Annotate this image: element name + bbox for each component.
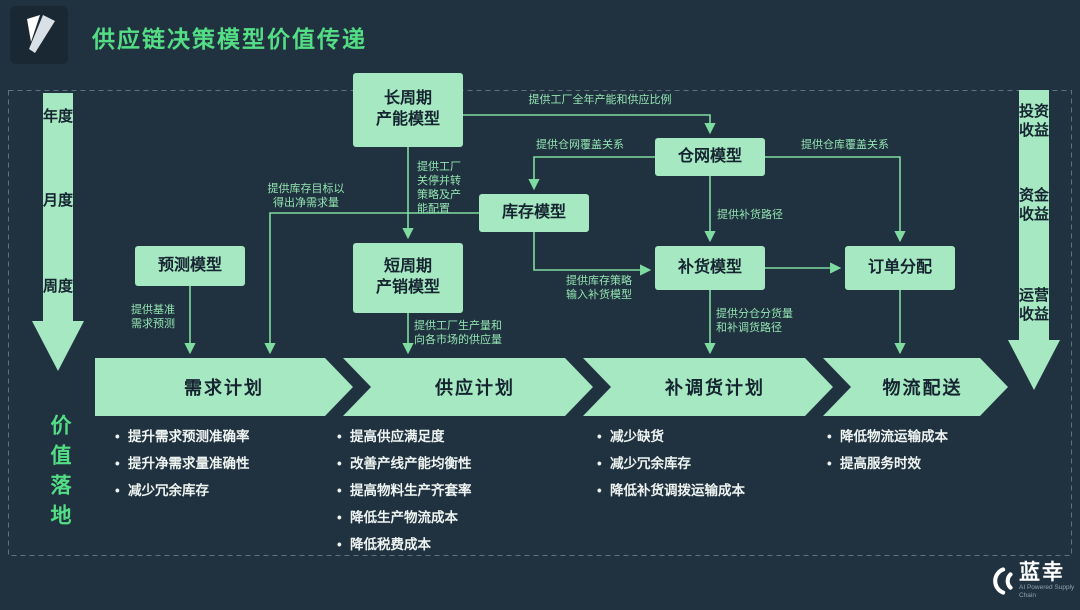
benefit-item: 提升需求预测准确率 [115, 428, 330, 446]
benefits-logistics: 降低物流运输成本 提高服务时效 [827, 428, 1022, 482]
benefit-item: 提高服务时效 [827, 455, 1022, 473]
axis-label-monthly: 月度 [42, 192, 73, 209]
model-long-cycle-capacity: 长周期 产能模型 [353, 73, 463, 147]
model-short-cycle-production-sales: 短周期 产销模型 [353, 243, 463, 313]
axis-label-operation-return: 运营收益 [1018, 287, 1049, 323]
benefit-item: 提高物料生产齐套率 [337, 482, 557, 500]
model-warehouse-network: 仓网模型 [655, 138, 765, 176]
benefit-arrow: 投资收益 资金收益 运营收益 [1008, 90, 1060, 390]
stage-label: 物流配送 [882, 378, 963, 398]
edge-inventory-to-replenishment [533, 232, 652, 276]
chevron-shape [343, 358, 593, 416]
stage-label: 供应计划 [435, 378, 515, 398]
company-logo-icon [10, 6, 68, 64]
stage-label: 需求计划 [184, 378, 264, 398]
down-arrow-shape [32, 93, 84, 371]
down-arrow-shape [1008, 90, 1060, 390]
edge-label-allocation-route: 提供分仓分货量 和补调货路径 [716, 308, 793, 334]
edge-inventory-to-demandplan [264, 212, 479, 355]
edge-label-network-coverage: 提供仓网覆盖关系 [536, 139, 624, 151]
brand-text-block: 蓝幸 AI Powered Supply Chain [1019, 562, 1080, 600]
model-inventory: 库存模型 [479, 194, 589, 232]
benefit-item: 降低物流运输成本 [827, 428, 1022, 446]
stage-label: 补调货计划 [665, 378, 765, 398]
benefit-item: 降低补货调拨运输成本 [597, 482, 822, 500]
value-landing-label: 价值落地 [48, 414, 71, 534]
brand-mark-icon [993, 567, 1013, 595]
benefit-item: 提高供应满足度 [337, 428, 557, 446]
benefit-item: 减少缺货 [597, 428, 822, 446]
brand-name: 蓝幸 [1019, 561, 1065, 584]
chevron-shape [823, 358, 1008, 416]
stage-supply-planning: 供应计划 [343, 358, 593, 416]
benefit-item: 降低生产物流成本 [337, 509, 557, 527]
benefit-item: 减少冗余库存 [115, 482, 330, 500]
edge-label-production-supply: 提供工厂生产量和 向各市场的供应量 [414, 320, 502, 346]
benefits-demand-planning: 提升需求预测准确率 提升净需求量准确性 减少冗余库存 [115, 428, 330, 509]
footer-brand: 蓝幸 AI Powered Supply Chain [985, 562, 1080, 600]
edge-label-inventory-policy: 提供库存策略 输入补货模型 [566, 275, 632, 301]
edge-label-replenish-path: 提供补货路径 [717, 209, 783, 221]
stage-logistics-delivery: 物流配送 [823, 358, 1008, 416]
edge-label-baseline-forecast: 提供基准 需求预测 [131, 304, 175, 330]
chevron-shape [583, 358, 833, 416]
edge-warehousenet-to-inventory [528, 156, 655, 191]
benefits-replenishment-transfer: 减少缺货 减少冗余库存 降低补货调拨运输成本 [597, 428, 822, 509]
benefit-item: 提升净需求量准确性 [115, 455, 330, 473]
edge-label-annual-capacity: 提供工厂全年产能和供应比例 [528, 94, 672, 106]
edge-warehousenet-to-orderallocation [765, 156, 906, 243]
benefits-supply-planning: 提高供应满足度 改善产线产能均衡性 提高物料生产齐套率 降低生产物流成本 降低税… [337, 428, 557, 563]
axis-label-investment-return: 投资收益 [1018, 103, 1049, 139]
axis-label-weekly: 周度 [42, 278, 73, 295]
chevron-shape [95, 358, 353, 416]
stage-demand-planning: 需求计划 [95, 358, 353, 416]
benefit-item: 降低税费成本 [337, 536, 557, 554]
page-title: 供应链决策模型价值传递 [92, 26, 367, 52]
edge-label-inventory-target: 提供库存目标以 得出净需求量 [267, 183, 345, 209]
edge-label-warehouse-coverage: 提供仓库覆盖关系 [801, 139, 889, 151]
benefit-item: 减少冗余库存 [597, 455, 822, 473]
dashed-frame [8, 90, 1072, 556]
edge-longcycle-to-warehousenet [463, 114, 716, 135]
brand-tagline: AI Powered Supply Chain [1019, 584, 1075, 599]
model-order-allocation: 订单分配 [845, 246, 955, 290]
time-horizon-arrow: 年度 月度 周度 [32, 93, 84, 371]
axis-label-annual: 年度 [42, 108, 73, 125]
model-replenishment: 补货模型 [655, 246, 765, 290]
model-forecast: 预测模型 [135, 246, 245, 286]
axis-label-capital-return: 资金收益 [1018, 187, 1049, 223]
edge-label-factory-strategy: 提供工厂 关停并转 策略及产 能配置 [417, 161, 461, 215]
stage-replenishment-transfer-planning: 补调货计划 [583, 358, 833, 416]
benefit-item: 改善产线产能均衡性 [337, 455, 557, 473]
